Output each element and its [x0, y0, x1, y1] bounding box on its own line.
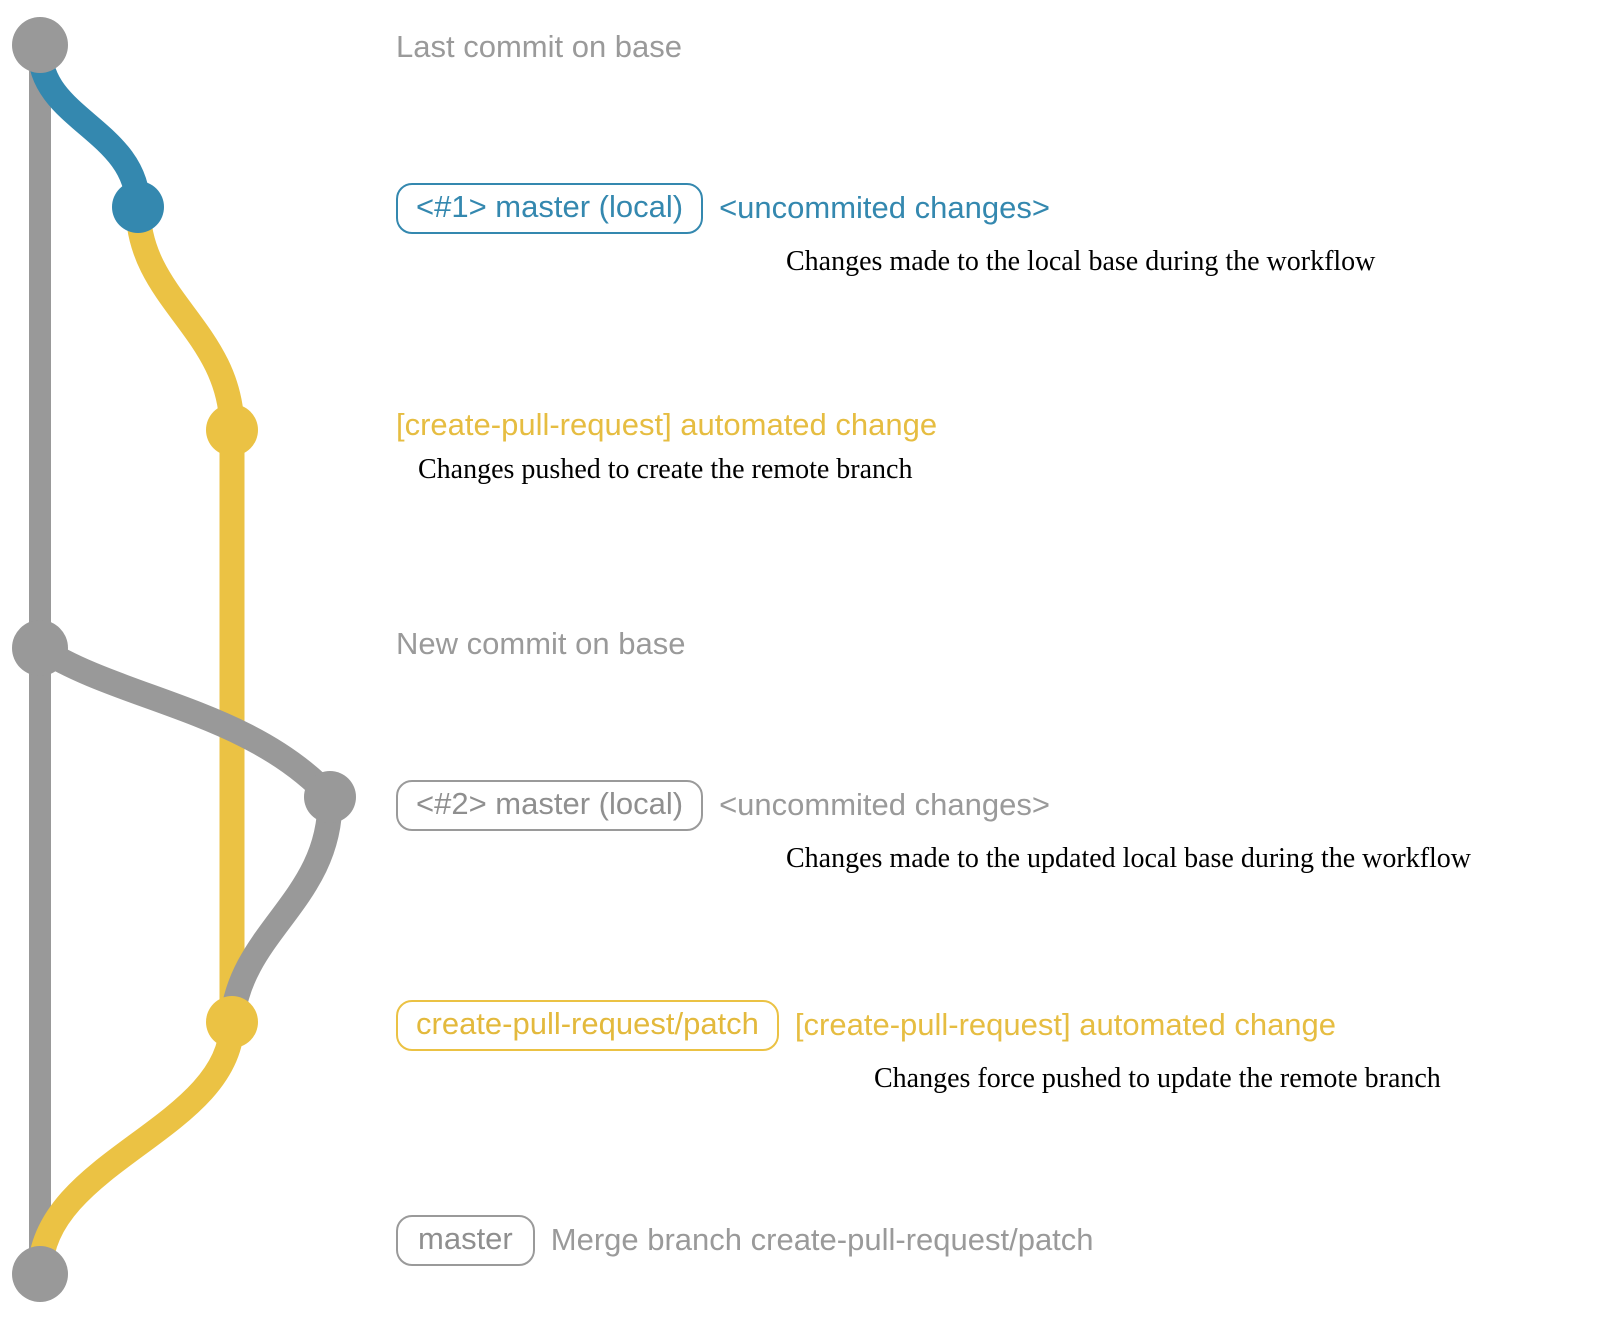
- commit-message-uncommited-changes-1: <uncommited changes>: [719, 190, 1050, 226]
- node-local-1[interactable]: [112, 181, 164, 233]
- annotation-main-line: master Merge branch create-pull-request/…: [396, 1215, 1094, 1266]
- annotation-description-cpr-1: Changes pushed to create the remote bran…: [418, 454, 913, 486]
- ref-badge-master-local-1[interactable]: <#1> master (local): [396, 183, 704, 234]
- ref-badge-master-local-2[interactable]: <#2> master (local): [396, 780, 704, 831]
- node-base-top[interactable]: [12, 17, 68, 73]
- annotation-main-line: New commit on base: [396, 626, 686, 661]
- commit-message-automated-change-2: [create-pull-request] automated change: [794, 1007, 1337, 1043]
- node-base-new[interactable]: [12, 620, 68, 676]
- annotation-local-master-1: <#1> master (local) <uncommited changes>…: [396, 183, 1375, 278]
- annotation-last-commit-on-base: Last commit on base: [396, 29, 683, 64]
- node-patch-1[interactable]: [206, 404, 258, 456]
- node-local-2[interactable]: [304, 771, 356, 823]
- annotation-create-pull-request-1: [create-pull-request] automated change C…: [396, 407, 938, 486]
- annotation-description-local-2: Changes made to the updated local base d…: [786, 842, 1472, 874]
- commit-message-merge-branch: Merge branch create-pull-request/patch: [550, 1222, 1094, 1258]
- commit-message-new-commit: New commit on base: [396, 626, 686, 661]
- edge-basenew-to-local2: [27, 635, 343, 810]
- annotation-main-line: create-pull-request/patch [create-pull-r…: [396, 1000, 1336, 1051]
- annotation-master-merge: master Merge branch create-pull-request/…: [396, 1215, 1094, 1266]
- commit-message-last-commit: Last commit on base: [396, 29, 683, 64]
- edge-base-to-local1: [27, 37, 151, 220]
- edge-local2-to-patch2: [219, 784, 343, 1035]
- annotation-main-line: <#2> master (local) <uncommited changes>: [396, 780, 1050, 831]
- commit-message-uncommited-changes-2: <uncommited changes>: [719, 787, 1050, 823]
- commit-graph: [12, 17, 356, 1302]
- annotation-main-line: Last commit on base: [396, 29, 683, 64]
- annotation-main-line: [create-pull-request] automated change: [396, 407, 938, 442]
- node-patch-2[interactable]: [206, 996, 258, 1048]
- annotation-local-master-2: <#2> master (local) <uncommited changes>…: [396, 780, 1471, 875]
- annotation-main-line: <#1> master (local) <uncommited changes>: [396, 183, 1050, 234]
- commit-message-automated-change-1: [create-pull-request] automated change: [396, 407, 938, 442]
- ref-badge-master[interactable]: master: [396, 1215, 535, 1266]
- annotation-create-pull-request-2: create-pull-request/patch [create-pull-r…: [396, 1000, 1441, 1095]
- annotation-description-local-1: Changes made to the local base during th…: [786, 245, 1376, 277]
- ref-badge-create-pull-request-patch[interactable]: create-pull-request/patch: [396, 1000, 779, 1051]
- edge-local1-to-patch1: [125, 194, 245, 443]
- annotation-description-cpr-2: Changes force pushed to update the remot…: [874, 1062, 1441, 1094]
- edge-patch2-to-merge: [27, 1009, 245, 1287]
- node-base-merge[interactable]: [12, 1246, 68, 1302]
- annotation-new-commit-on-base: New commit on base: [396, 626, 686, 661]
